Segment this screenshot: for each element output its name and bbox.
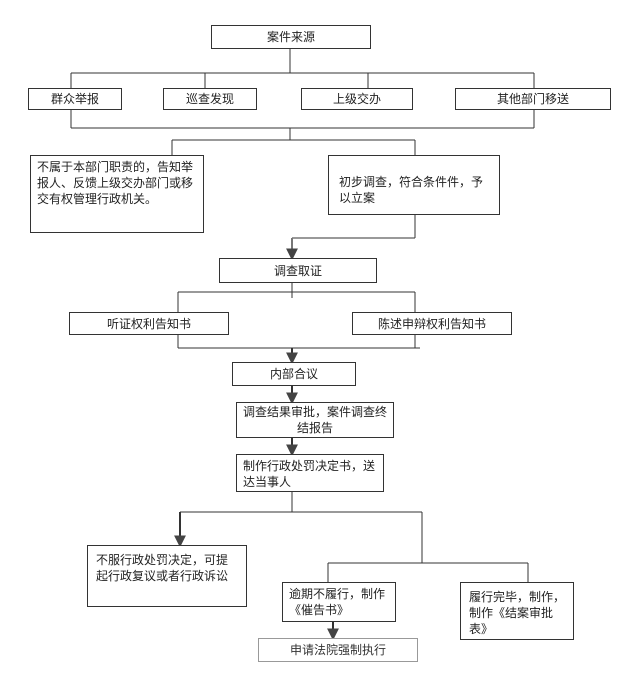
- node-complete: 履行完毕，制作，制作《结案审批表》: [460, 582, 574, 640]
- node-investigate: 调查取证: [219, 258, 377, 283]
- node-not-duty: 不属于本部门职责的，告知举报人、反馈上级交办部门或移交有权管理行政机关。: [30, 155, 204, 233]
- node-source: 案件来源: [211, 25, 371, 49]
- node-internal: 内部合议: [232, 362, 356, 386]
- node-patrol: 巡查发现: [163, 88, 257, 110]
- node-overdue: 逾期不履行，制作《催告书》: [282, 582, 396, 622]
- node-disagree: 不服行政处罚决定，可提起行政复议或者行政诉讼: [87, 545, 247, 607]
- node-transfer: 其他部门移送: [455, 88, 611, 110]
- node-initial: 初步调查，符合条件件，予以立案: [328, 155, 500, 215]
- node-decision: 制作行政处罚决定书，送达当事人: [236, 454, 384, 492]
- node-superior: 上级交办: [301, 88, 413, 110]
- node-hearing: 听证权利告知书: [69, 312, 229, 335]
- node-court: 申请法院强制执行: [258, 638, 418, 662]
- node-approval: 调查结果审批，案件调查终结报告: [236, 402, 394, 438]
- node-defense: 陈述申辩权利告知书: [352, 312, 512, 335]
- node-report: 群众举报: [28, 88, 122, 110]
